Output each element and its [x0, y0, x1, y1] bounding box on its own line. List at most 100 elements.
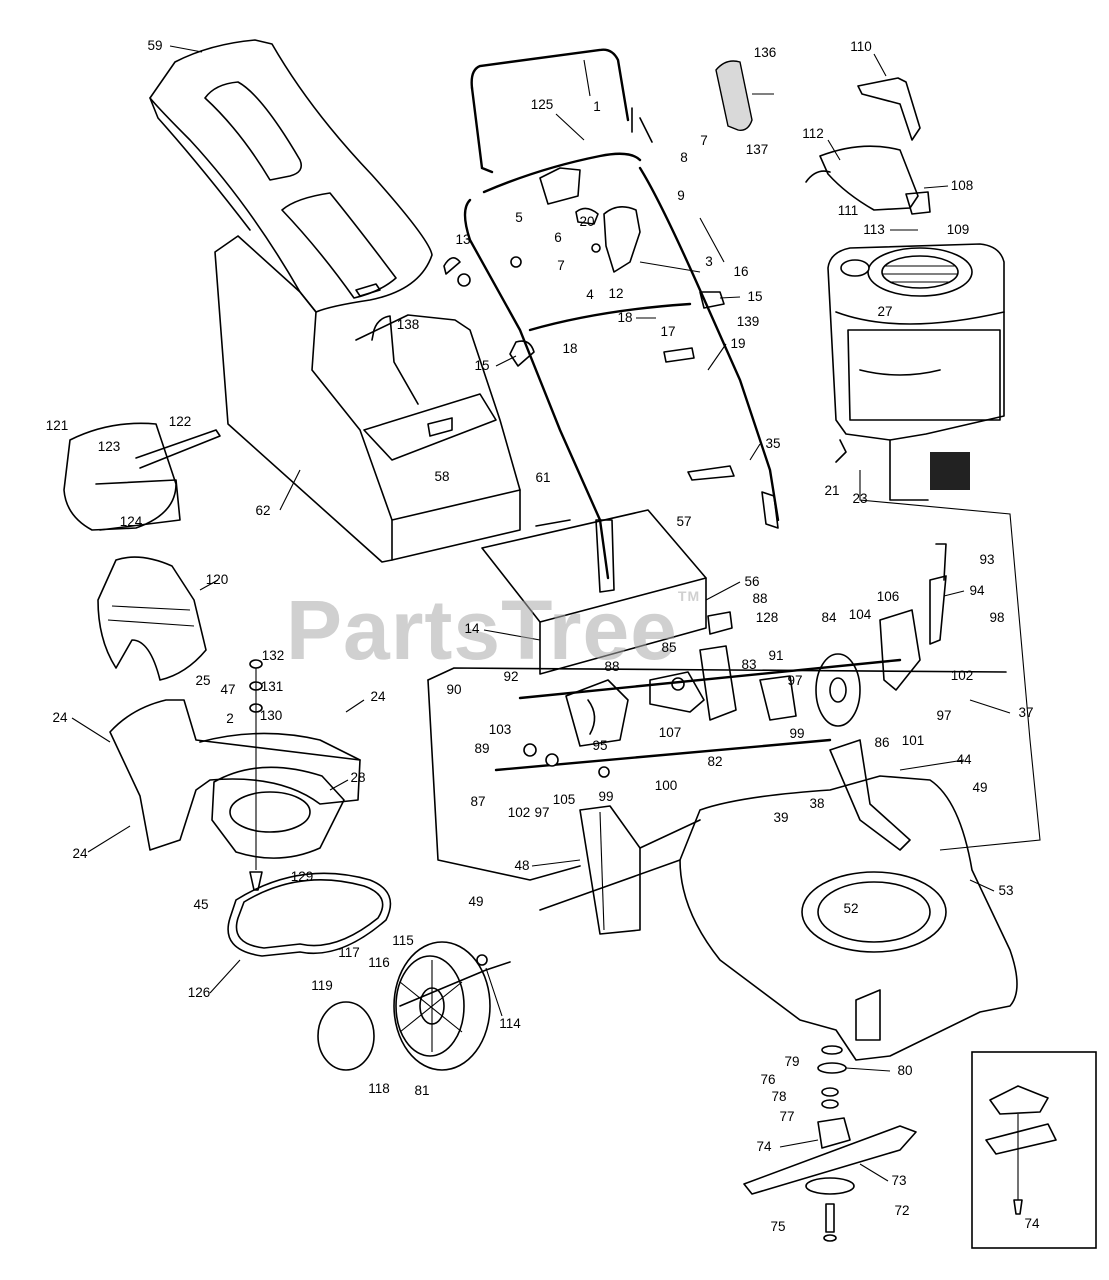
part-callout-88[interactable]: 88: [604, 659, 620, 674]
part-callout-111[interactable]: 111: [837, 203, 859, 218]
part-callout-74[interactable]: 74: [1024, 1216, 1040, 1231]
part-callout-20[interactable]: 20: [579, 214, 595, 229]
part-callout-117[interactable]: 117: [338, 945, 360, 960]
part-callout-16[interactable]: 16: [733, 264, 749, 279]
part-callout-45[interactable]: 45: [193, 897, 209, 912]
part-callout-58[interactable]: 58: [434, 469, 450, 484]
part-callout-59[interactable]: 59: [147, 38, 163, 53]
part-callout-24[interactable]: 24: [72, 846, 88, 861]
part-callout-101[interactable]: 101: [901, 733, 925, 748]
part-callout-73[interactable]: 73: [891, 1173, 907, 1188]
part-callout-97[interactable]: 97: [787, 673, 803, 688]
part-callout-95[interactable]: 95: [592, 738, 608, 753]
part-callout-56[interactable]: 56: [744, 574, 760, 589]
part-callout-1[interactable]: 1: [593, 99, 601, 114]
part-callout-114[interactable]: 114: [499, 1016, 521, 1031]
part-callout-23[interactable]: 23: [852, 491, 868, 506]
part-callout-6[interactable]: 6: [554, 230, 562, 245]
part-callout-115[interactable]: 115: [392, 933, 414, 948]
part-callout-13[interactable]: 13: [455, 232, 471, 247]
part-callout-57[interactable]: 57: [676, 514, 692, 529]
part-callout-106[interactable]: 106: [876, 589, 900, 604]
part-callout-108[interactable]: 108: [950, 178, 974, 193]
part-callout-38[interactable]: 38: [809, 796, 825, 811]
part-callout-116[interactable]: 116: [368, 955, 390, 970]
part-callout-110[interactable]: 110: [850, 39, 872, 54]
part-callout-47[interactable]: 47: [220, 682, 236, 697]
part-callout-21[interactable]: 21: [824, 483, 840, 498]
part-callout-136[interactable]: 136: [753, 45, 777, 60]
part-callout-103[interactable]: 103: [488, 722, 512, 737]
part-callout-35[interactable]: 35: [765, 436, 781, 451]
part-callout-75[interactable]: 75: [770, 1219, 786, 1234]
part-callout-121[interactable]: 121: [45, 418, 69, 433]
part-callout-37[interactable]: 37: [1018, 705, 1034, 720]
part-callout-27[interactable]: 27: [877, 304, 893, 319]
part-callout-102[interactable]: 102: [950, 668, 974, 683]
part-callout-2[interactable]: 2: [226, 711, 234, 726]
part-callout-122[interactable]: 122: [168, 414, 192, 429]
part-callout-105[interactable]: 105: [552, 792, 576, 807]
part-callout-131[interactable]: 131: [260, 679, 284, 694]
part-callout-61[interactable]: 61: [535, 470, 551, 485]
part-callout-109[interactable]: 109: [946, 222, 970, 237]
part-callout-8[interactable]: 8: [680, 150, 688, 165]
part-callout-81[interactable]: 81: [414, 1083, 430, 1098]
part-callout-25[interactable]: 25: [195, 673, 211, 688]
part-callout-123[interactable]: 123: [97, 439, 121, 454]
part-callout-126[interactable]: 126: [187, 985, 211, 1000]
part-callout-88[interactable]: 88: [752, 591, 768, 606]
part-callout-12[interactable]: 12: [608, 286, 624, 301]
part-callout-53[interactable]: 53: [998, 883, 1014, 898]
part-callout-97[interactable]: 97: [936, 708, 952, 723]
part-callout-86[interactable]: 86: [874, 735, 890, 750]
part-callout-98[interactable]: 98: [989, 610, 1005, 625]
part-callout-49[interactable]: 49: [972, 780, 988, 795]
part-callout-125[interactable]: 125: [530, 97, 554, 112]
part-callout-28[interactable]: 28: [350, 770, 366, 785]
part-callout-44[interactable]: 44: [956, 752, 972, 767]
part-callout-5[interactable]: 5: [515, 210, 523, 225]
part-callout-129[interactable]: 129: [290, 869, 314, 884]
part-callout-97[interactable]: 97: [534, 805, 550, 820]
part-callout-84[interactable]: 84: [821, 610, 837, 625]
part-callout-92[interactable]: 92: [503, 669, 519, 684]
part-callout-112[interactable]: 112: [802, 126, 824, 141]
part-callout-49[interactable]: 49: [468, 894, 484, 909]
part-callout-124[interactable]: 124: [119, 514, 143, 529]
part-callout-77[interactable]: 77: [779, 1109, 795, 1124]
part-callout-137[interactable]: 137: [745, 142, 769, 157]
part-callout-118[interactable]: 118: [368, 1081, 390, 1096]
part-callout-39[interactable]: 39: [773, 810, 789, 825]
part-callout-87[interactable]: 87: [470, 794, 486, 809]
part-callout-3[interactable]: 3: [705, 254, 713, 269]
part-callout-85[interactable]: 85: [661, 640, 677, 655]
part-callout-107[interactable]: 107: [658, 725, 682, 740]
part-callout-104[interactable]: 104: [848, 607, 872, 622]
part-callout-18[interactable]: 18: [562, 341, 578, 356]
part-callout-9[interactable]: 9: [677, 188, 685, 203]
part-callout-7[interactable]: 7: [700, 133, 708, 148]
part-callout-82[interactable]: 82: [707, 754, 723, 769]
part-callout-120[interactable]: 120: [205, 572, 229, 587]
part-callout-119[interactable]: 119: [311, 978, 333, 993]
part-callout-99[interactable]: 99: [598, 789, 614, 804]
part-callout-93[interactable]: 93: [979, 552, 995, 567]
part-callout-99[interactable]: 99: [789, 726, 805, 741]
part-callout-90[interactable]: 90: [446, 682, 462, 697]
part-callout-19[interactable]: 19: [730, 336, 746, 351]
part-callout-18[interactable]: 18: [617, 310, 633, 325]
part-callout-24[interactable]: 24: [370, 689, 386, 704]
part-callout-76[interactable]: 76: [760, 1072, 776, 1087]
part-callout-4[interactable]: 4: [586, 287, 594, 302]
part-callout-102[interactable]: 102: [507, 805, 531, 820]
part-callout-62[interactable]: 62: [255, 503, 271, 518]
part-callout-24[interactable]: 24: [52, 710, 68, 725]
part-callout-89[interactable]: 89: [474, 741, 490, 756]
part-callout-52[interactable]: 52: [843, 901, 859, 916]
part-callout-80[interactable]: 80: [897, 1063, 913, 1078]
part-callout-15[interactable]: 15: [474, 358, 490, 373]
part-callout-83[interactable]: 83: [741, 657, 757, 672]
part-callout-91[interactable]: 91: [768, 648, 784, 663]
part-callout-138[interactable]: 138: [396, 317, 420, 332]
